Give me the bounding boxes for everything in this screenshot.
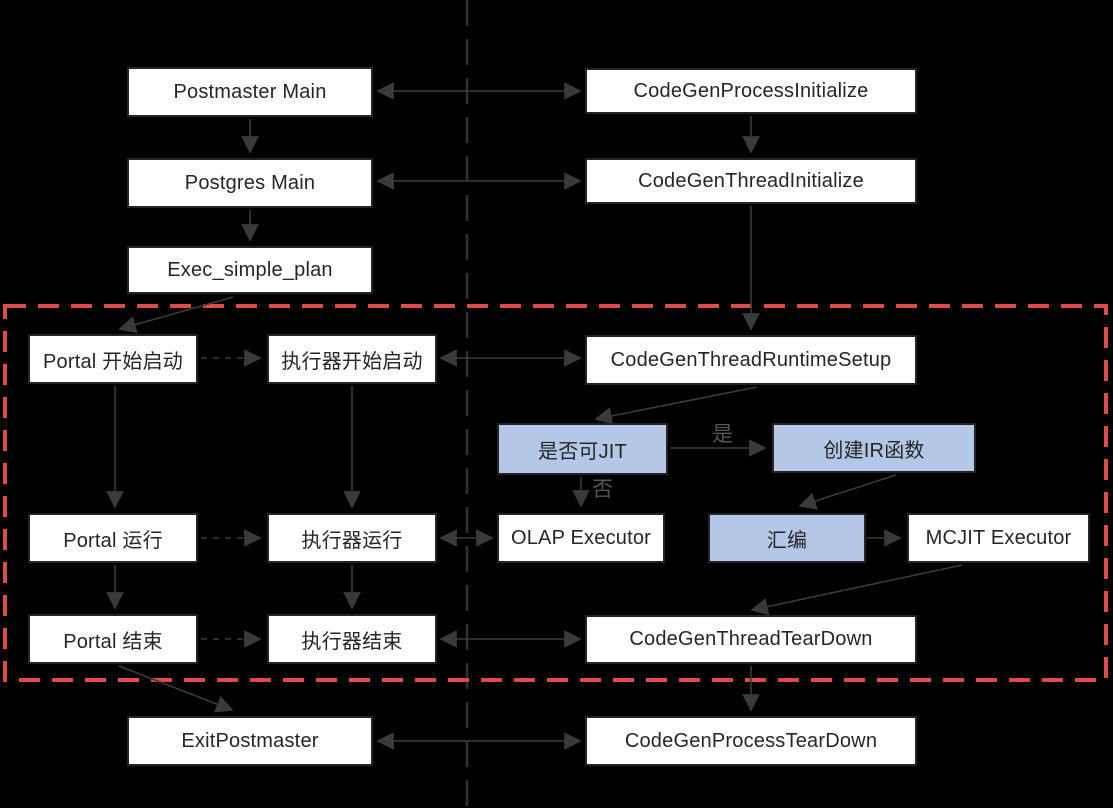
node-portal-end: Portal 结束: [28, 614, 198, 664]
node-assemble: 汇编: [708, 513, 866, 563]
edge-execsimpleplan-to-portalstart: [118, 296, 234, 334]
node-postmaster-main: Postmaster Main: [127, 67, 373, 117]
node-exec-simple-plan: Exec_simple_plan: [127, 246, 373, 294]
node-postgres-main: Postgres Main: [127, 158, 373, 208]
node-codegen-process-initialize: CodeGenProcessInitialize: [585, 68, 917, 114]
node-create-ir-function: 创建IR函数: [772, 423, 976, 473]
edge-runtimesetup-to-jitdecision: [594, 386, 758, 425]
node-olap-executor: OLAP Executor: [497, 513, 665, 563]
edge-createir-to-assemble: [798, 474, 897, 510]
node-exit-postmaster: ExitPostmaster: [127, 716, 373, 766]
node-codegen-thread-runtime-setup: CodeGenThreadRuntimeSetup: [585, 335, 917, 385]
node-mcjit-executor: MCJIT Executor: [907, 513, 1090, 563]
node-executor-start: 执行器开始启动: [267, 334, 437, 384]
node-codegen-thread-initialize: CodeGenThreadInitialize: [585, 158, 917, 204]
edge-label-yes: 是: [712, 423, 733, 446]
node-executor-run: 执行器运行: [267, 513, 437, 563]
edge-label-no: 否: [592, 478, 613, 501]
node-codegen-thread-teardown: CodeGenThreadTearDown: [585, 615, 917, 664]
edge-portalend-to-exitpostmaster: [118, 665, 234, 713]
node-executor-end: 执行器结束: [267, 614, 437, 664]
node-portal-run: Portal 运行: [28, 513, 198, 563]
edge-mcjit-to-threadteardown: [750, 564, 963, 616]
node-jit-decision: 是否可JIT: [497, 423, 668, 475]
node-portal-start: Portal 开始启动: [28, 334, 198, 384]
runtime-boundary-red-dashed-rect: [3, 304, 1108, 682]
node-codegen-process-teardown: CodeGenProcessTearDown: [585, 716, 917, 766]
